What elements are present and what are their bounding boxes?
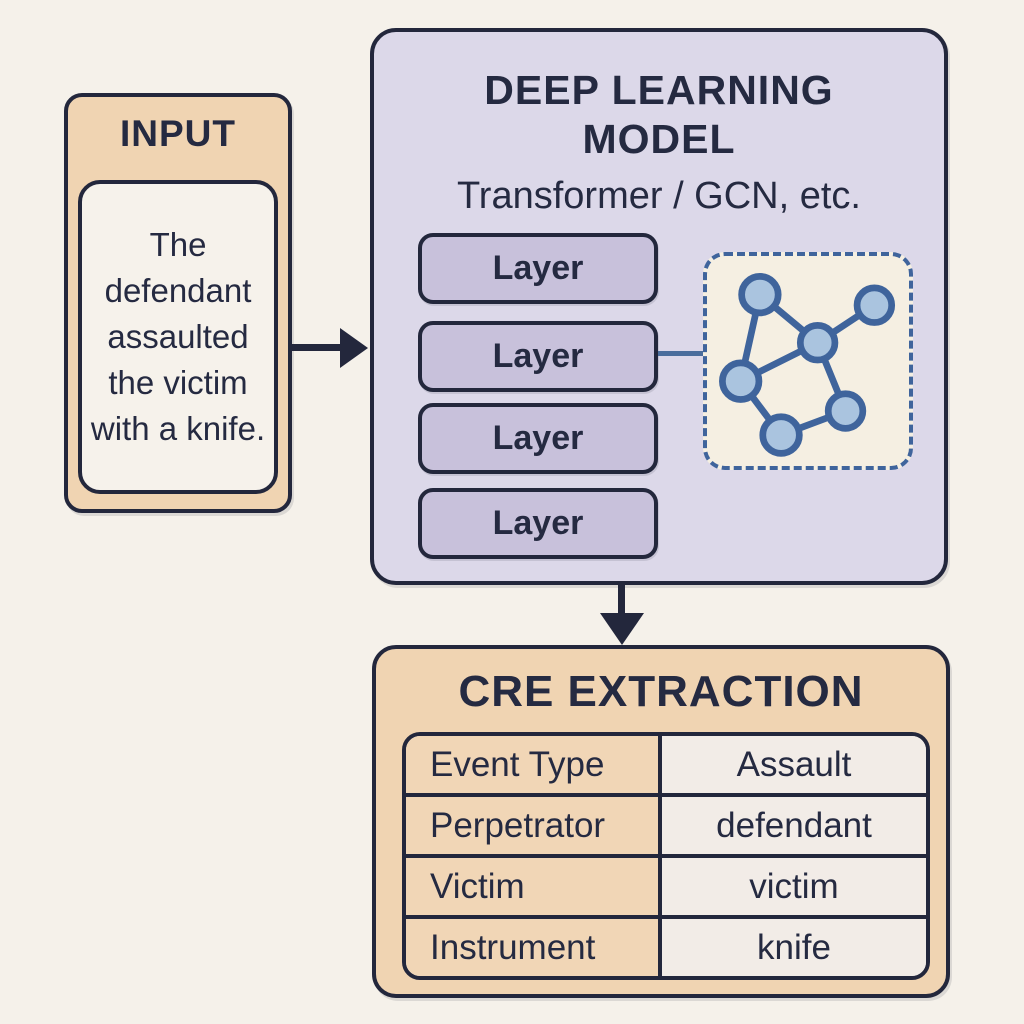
row-label: Victim bbox=[406, 858, 662, 915]
arrow-head-right-icon bbox=[340, 328, 368, 368]
layer-block-1: Layer bbox=[418, 233, 658, 304]
input-sentence-card: The defendant assaulted the victim with … bbox=[78, 180, 278, 494]
arrow-shaft bbox=[618, 583, 625, 615]
row-value: knife bbox=[662, 919, 926, 976]
input-box: INPUT The defendant assaulted the victim… bbox=[64, 93, 292, 513]
table-row: Victim victim bbox=[406, 854, 926, 915]
layer-to-graph-connector bbox=[658, 351, 705, 356]
table-row: Perpetrator defendant bbox=[406, 793, 926, 854]
model-subtitle: Transformer / GCN, etc. bbox=[457, 175, 861, 217]
input-title: INPUT bbox=[120, 113, 236, 154]
extraction-table: Event Type Assault Perpetrator defendant… bbox=[402, 732, 930, 980]
extraction-title: CRE EXTRACTION bbox=[458, 667, 864, 716]
row-value: victim bbox=[662, 858, 926, 915]
table-row: Event Type Assault bbox=[406, 736, 926, 793]
model-title: DEEP LEARNING MODEL bbox=[484, 67, 834, 162]
row-label: Perpetrator bbox=[406, 797, 662, 854]
model-box: DEEP LEARNING MODEL Transformer / GCN, e… bbox=[370, 28, 948, 585]
arrow-head-down-icon bbox=[600, 613, 644, 645]
row-label: Event Type bbox=[406, 736, 662, 793]
row-value: Assault bbox=[662, 736, 926, 793]
graph-network-icon bbox=[719, 272, 896, 457]
layer-block-3: Layer bbox=[418, 403, 658, 474]
layer-block-2: Layer bbox=[418, 321, 658, 392]
arrow-shaft bbox=[292, 344, 342, 351]
extraction-box: CRE EXTRACTION Event Type Assault Perpet… bbox=[372, 645, 950, 998]
input-sentence: The defendant assaulted the victim with … bbox=[90, 226, 266, 447]
graph-icon-box bbox=[703, 252, 913, 470]
row-value: defendant bbox=[662, 797, 926, 854]
layer-block-4: Layer bbox=[418, 488, 658, 559]
row-label: Instrument bbox=[406, 919, 662, 976]
table-row: Instrument knife bbox=[406, 915, 926, 976]
